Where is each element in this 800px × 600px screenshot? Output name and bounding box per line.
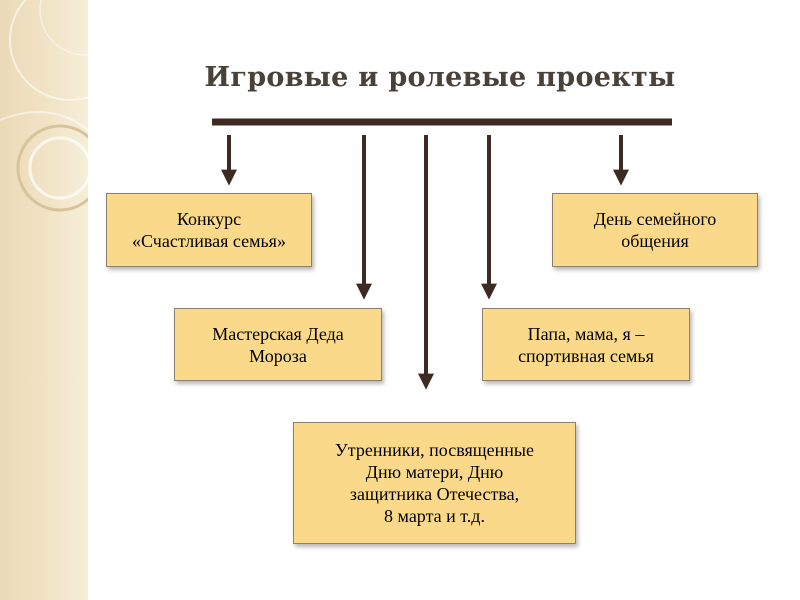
box-matinees: Утренники, посвященные Дню матери, Дню з… — [293, 422, 576, 544]
decorative-sidebar — [0, 0, 88, 600]
box-sport-family: Папа, мама, я – спортивная семья — [482, 308, 690, 381]
page-title: Игровые и ролевые проекты — [204, 62, 676, 93]
decorative-circles — [0, 0, 88, 212]
box-family-day: День семейного общения — [552, 193, 758, 267]
box-contest: Конкурс «Счастливая семья» — [106, 193, 312, 267]
box-santa-workshop: Мастерская Деда Мороза — [174, 308, 382, 381]
